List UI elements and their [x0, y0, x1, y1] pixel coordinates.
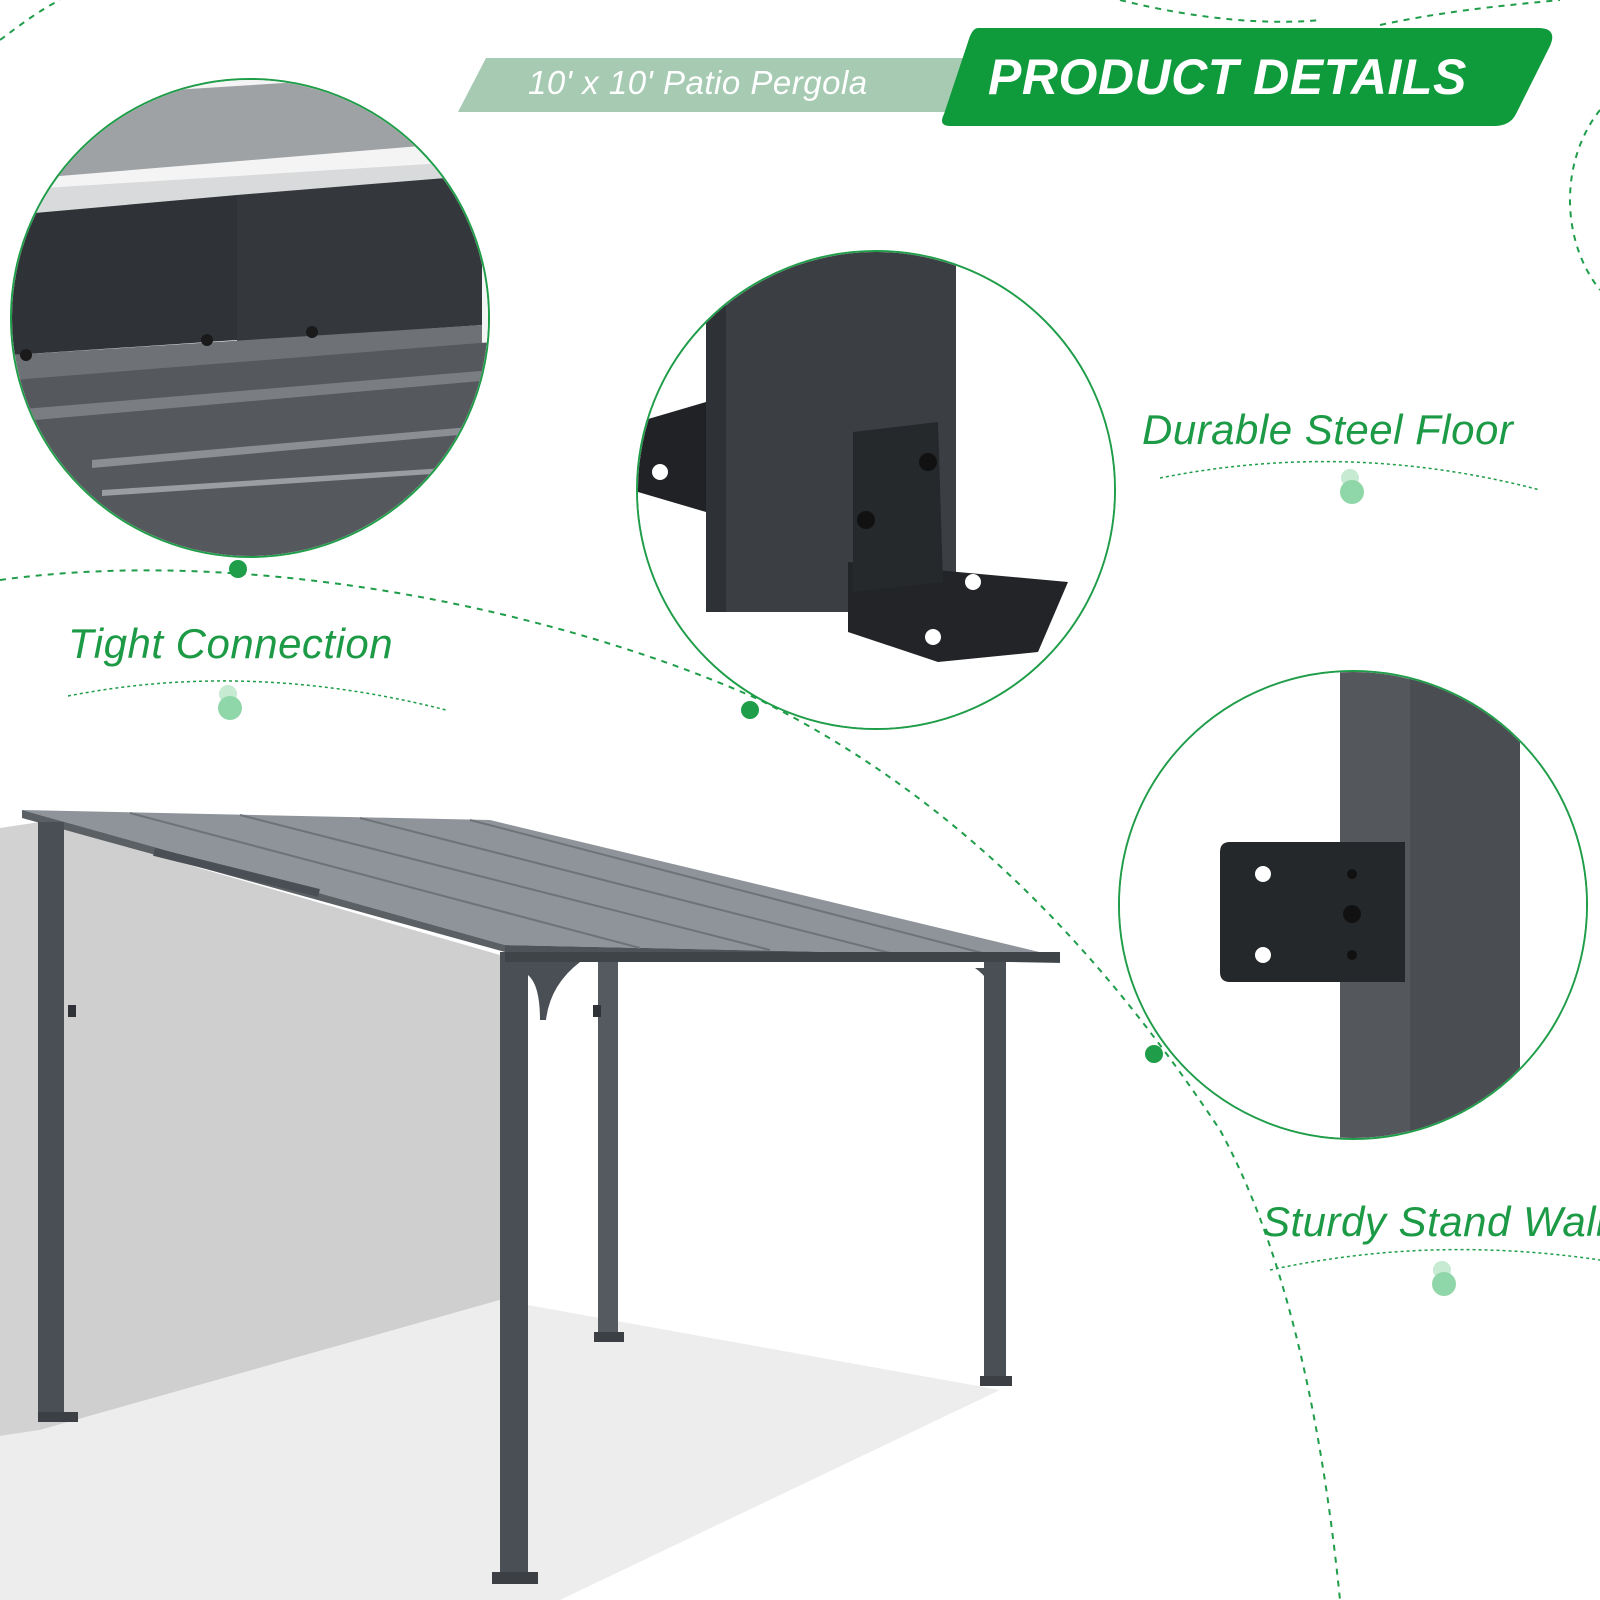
detail-image-stand-wall	[1118, 670, 1588, 1140]
connector-dot	[229, 560, 247, 578]
detail-image-steel-floor	[636, 250, 1116, 730]
feature-label-stand-wall: Sturdy Stand Wall	[1262, 1198, 1600, 1245]
detail-image-tight-connection	[10, 78, 490, 558]
subtitle-text: 10' x 10' Patio Pergola	[528, 64, 868, 101]
feature-label-tight-connection: Tight Connection	[68, 620, 394, 667]
page-title: PRODUCT DETAILS	[988, 49, 1467, 105]
subtitle-banner	[458, 58, 978, 112]
feature-label-steel-floor: Durable Steel Floor	[1142, 406, 1514, 453]
title-banner	[942, 28, 1553, 126]
